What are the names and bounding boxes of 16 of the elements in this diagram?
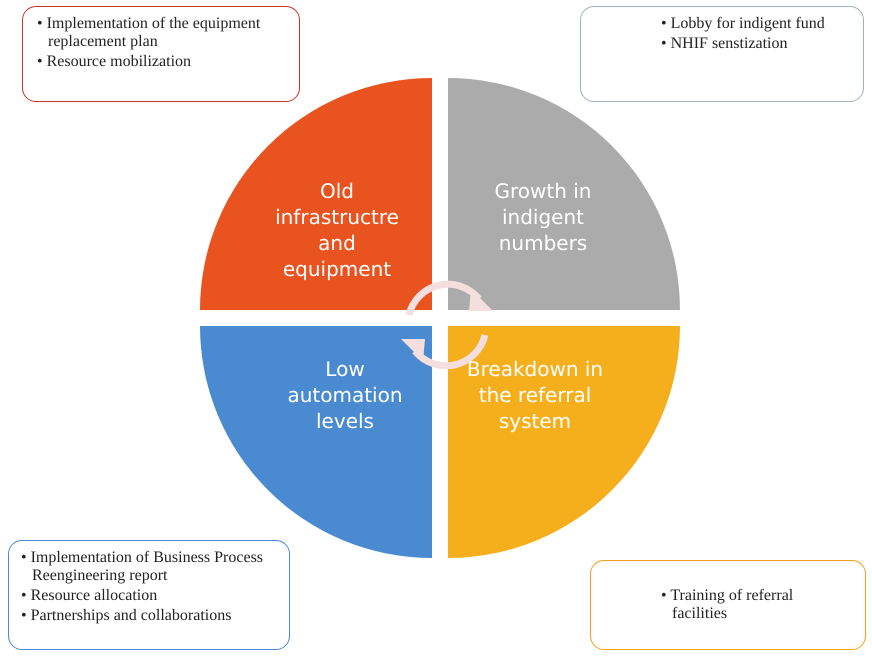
note-box — [22, 6, 300, 102]
quadrant-label: Low automation levels — [286, 356, 404, 434]
note-box — [590, 560, 866, 650]
bullet-text: • Resource mobilization — [37, 53, 192, 71]
bullet-text: • Lobby for indigent fund — [661, 15, 826, 33]
quadrant-label: Growth in indigent numbers — [494, 178, 592, 256]
bullet-text: • Partnerships and collaborations — [21, 607, 232, 625]
bullet-text: • Implementation of the equipment replacement plan — [37, 15, 262, 51]
quadrant-label: Breakdown in the referral system — [466, 356, 604, 434]
note-box — [8, 540, 290, 650]
bullet-text: • Training of referral facilities — [661, 587, 794, 623]
quadrant-label: Old infrastructre and equipment — [274, 178, 400, 282]
bullet-text: • NHIF senstization — [661, 35, 788, 53]
note-box — [580, 6, 864, 102]
bullet-text: • Resource allocation — [21, 587, 158, 605]
bullet-text: • Implementation of Business Process Reengineering report — [21, 549, 264, 585]
